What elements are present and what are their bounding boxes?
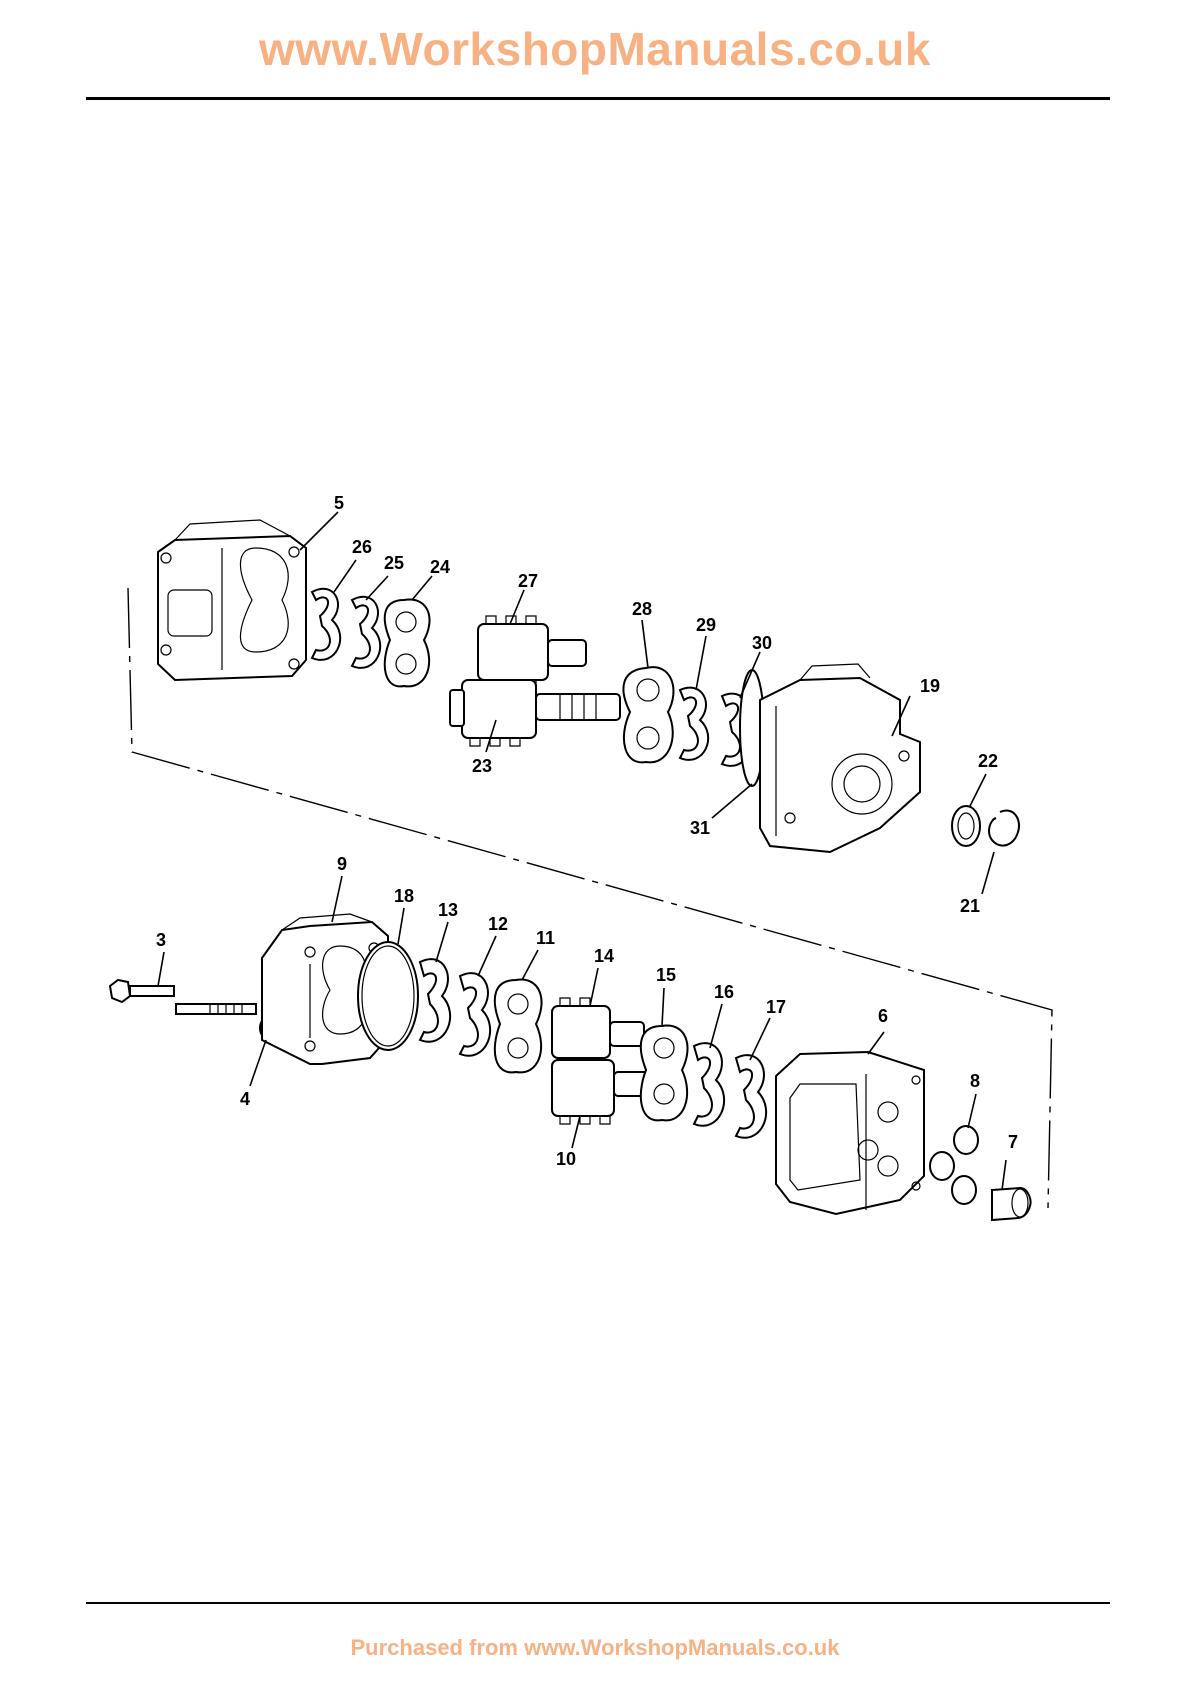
- callout-25: 25: [384, 553, 404, 573]
- callout-29: 29: [696, 615, 716, 635]
- callout-9: 9: [337, 854, 347, 874]
- part-16-seal: [694, 1043, 724, 1126]
- part-14-gear: [552, 998, 644, 1058]
- part-12-seal: [460, 973, 490, 1056]
- part-3-bolt: [110, 980, 256, 1014]
- callout-8: 8: [970, 1071, 980, 1091]
- part-25-seal: [352, 597, 380, 668]
- part-29-seal: [680, 688, 708, 760]
- part-6-front-body: [776, 1052, 924, 1214]
- part-27-gear: [478, 616, 586, 688]
- callout-3: 3: [156, 930, 166, 950]
- part-24-bearing-plate: [385, 600, 430, 687]
- part-17-seal: [736, 1055, 766, 1138]
- callout-27: 27: [518, 571, 538, 591]
- part-15-bearing-plate: [641, 1026, 688, 1121]
- part-13-seal: [420, 959, 450, 1042]
- callout-21: 21: [960, 896, 980, 916]
- callout-24: 24: [430, 557, 450, 577]
- part-23-drive-gear: [450, 680, 620, 746]
- footer-watermark: Purchased from www.WorkshopManuals.co.uk: [0, 1635, 1190, 1661]
- part-19-front-housing: [760, 664, 920, 852]
- footer-rule: [86, 1602, 1110, 1604]
- part-10-drive-gear: [552, 1060, 654, 1124]
- part-11-bearing-plate: [495, 980, 542, 1073]
- callout-14: 14: [594, 946, 614, 966]
- part-26-seal: [312, 589, 340, 660]
- callout-18: 18: [394, 886, 414, 906]
- callout-23: 23: [472, 756, 492, 776]
- part-22-shaft-seal: [952, 806, 980, 846]
- callout-28: 28: [632, 599, 652, 619]
- callout-30: 30: [752, 633, 772, 653]
- part-5-housing: [158, 520, 306, 680]
- callout-26: 26: [352, 537, 372, 557]
- callout-16: 16: [714, 982, 734, 1002]
- callout-31: 31: [690, 818, 710, 838]
- callout-15: 15: [656, 965, 676, 985]
- part-18-o-ring: [358, 942, 418, 1050]
- callout-17: 17: [766, 997, 786, 1017]
- callout-7: 7: [1008, 1132, 1018, 1152]
- callout-12: 12: [488, 914, 508, 934]
- callout-6: 6: [878, 1006, 888, 1026]
- part-7-bearing: [992, 1188, 1031, 1220]
- callout-4: 4: [240, 1089, 250, 1109]
- part-21-circlip: [989, 811, 1019, 846]
- callout-22: 22: [978, 751, 998, 771]
- callout-5: 5: [334, 493, 344, 513]
- purchase-note-link[interactable]: Purchased from www.WorkshopManuals.co.uk: [351, 1635, 840, 1660]
- part-8-o-rings: [930, 1126, 978, 1204]
- callout-19: 19: [920, 676, 940, 696]
- callout-13: 13: [438, 900, 458, 920]
- callout-10: 10: [556, 1149, 576, 1169]
- callout-11: 11: [536, 928, 555, 948]
- part-28-bearing-plate: [623, 667, 673, 762]
